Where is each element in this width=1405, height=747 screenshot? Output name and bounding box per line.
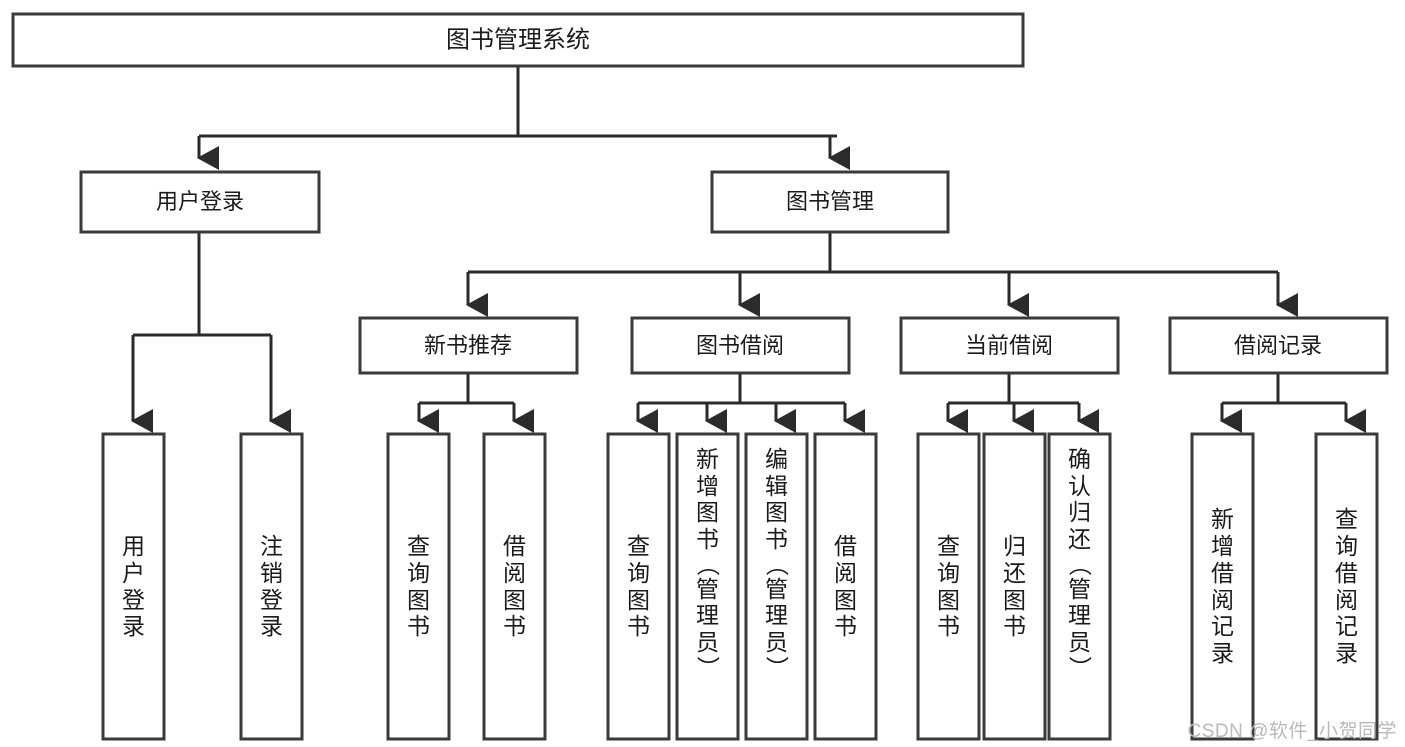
connector-current-to-leaves xyxy=(946,373,1099,433)
node-book-management-label: 图书管理 xyxy=(786,189,874,214)
connector-bookmgmt-to-level3 xyxy=(466,232,1298,317)
node-new-book-recommend[interactable] xyxy=(358,316,579,375)
connector-borrow-to-leaves xyxy=(636,373,865,433)
node-user-login[interactable] xyxy=(79,170,321,234)
node-book-borrow-label: 图书借阅 xyxy=(696,333,784,358)
leaf-box-add-record[interactable] xyxy=(1190,432,1255,741)
leaf-box-add-book-admin[interactable] xyxy=(675,432,740,741)
node-book-management[interactable] xyxy=(710,170,950,234)
leaf-box-query-book-borrow[interactable] xyxy=(606,432,671,741)
node-borrow-records-label: 借阅记录 xyxy=(1234,333,1322,358)
leaf-box-return-book[interactable] xyxy=(982,432,1047,741)
leaf-box-borrow-book-new[interactable] xyxy=(482,432,547,741)
connector-newbook-to-leaves xyxy=(417,373,534,433)
node-new-book-recommend-label: 新书推荐 xyxy=(424,333,512,358)
node-user-login-label: 用户登录 xyxy=(156,189,244,214)
leaf-box-confirm-return-admin[interactable] xyxy=(1047,432,1112,741)
leaf-box-edit-book-admin[interactable] xyxy=(744,432,809,741)
watermark-text: CSDN @软件_小贺同学 xyxy=(1187,721,1397,742)
leaf-box-logout[interactable] xyxy=(239,432,304,741)
node-root-label: 图书管理系统 xyxy=(446,26,590,53)
connector-userlogin-to-leaves xyxy=(131,232,291,433)
leaf-box-query-book-current[interactable] xyxy=(916,432,981,741)
node-book-borrow[interactable] xyxy=(630,316,851,375)
node-current-borrow-label: 当前借阅 xyxy=(965,333,1053,358)
leaf-box-query-book-new[interactable] xyxy=(386,432,451,741)
node-borrow-records[interactable] xyxy=(1168,316,1389,375)
leaf-box-query-record[interactable] xyxy=(1314,432,1379,741)
leaf-box-borrow-book[interactable] xyxy=(813,432,878,741)
leaf-box-user-login[interactable] xyxy=(101,432,166,741)
node-current-borrow[interactable] xyxy=(899,316,1120,375)
connector-records-to-leaves xyxy=(1220,373,1366,433)
node-root[interactable] xyxy=(11,12,1025,68)
connector-root-to-level2 xyxy=(197,66,850,170)
